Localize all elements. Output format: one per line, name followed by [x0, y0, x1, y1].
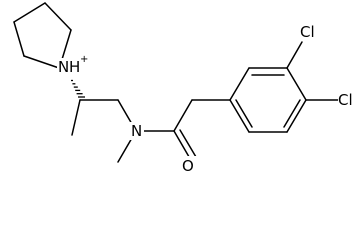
aromatic-bond — [229, 67, 250, 101]
stereo-hashed-wedge — [71, 79, 85, 98]
atom-label-chlorine-meta: Cl — [300, 23, 315, 41]
aromatic-inner-bond — [283, 99, 301, 128]
ring-bond — [13, 2, 46, 23]
atom-label-pyrrolidinium-h: H — [69, 58, 80, 76]
dichlorophenyl-ring — [229, 41, 339, 133]
aromatic-inner-bond — [235, 99, 253, 128]
atom-label-chlorine-para: Cl — [338, 91, 353, 109]
chemical-structure: N H + N O Cl Cl — [13, 2, 362, 176]
ring-bond — [23, 55, 60, 69]
atom-label-pyrrolidinium-n: N — [58, 58, 69, 76]
atom-label-amide-n: N — [131, 122, 142, 140]
carbonyl-double-bond — [179, 129, 197, 158]
ring-bond — [44, 2, 72, 31]
aromatic-bond — [286, 99, 307, 133]
aromatic-bond — [286, 67, 307, 101]
pyrrolidinium-ring — [13, 2, 72, 69]
methyl-bond — [71, 99, 81, 136]
bond-ring-chlorine-meta — [286, 41, 303, 69]
atom-label-oxygen: O — [182, 157, 194, 175]
ring-bond — [13, 21, 25, 57]
bond-carbonyl-ch2 — [173, 99, 193, 132]
atom-label-positive-charge: + — [80, 54, 88, 65]
atom-labels: N H + N O Cl Cl — [57, 23, 362, 176]
aromatic-bond — [229, 99, 250, 133]
backbone-bonds — [71, 99, 231, 163]
